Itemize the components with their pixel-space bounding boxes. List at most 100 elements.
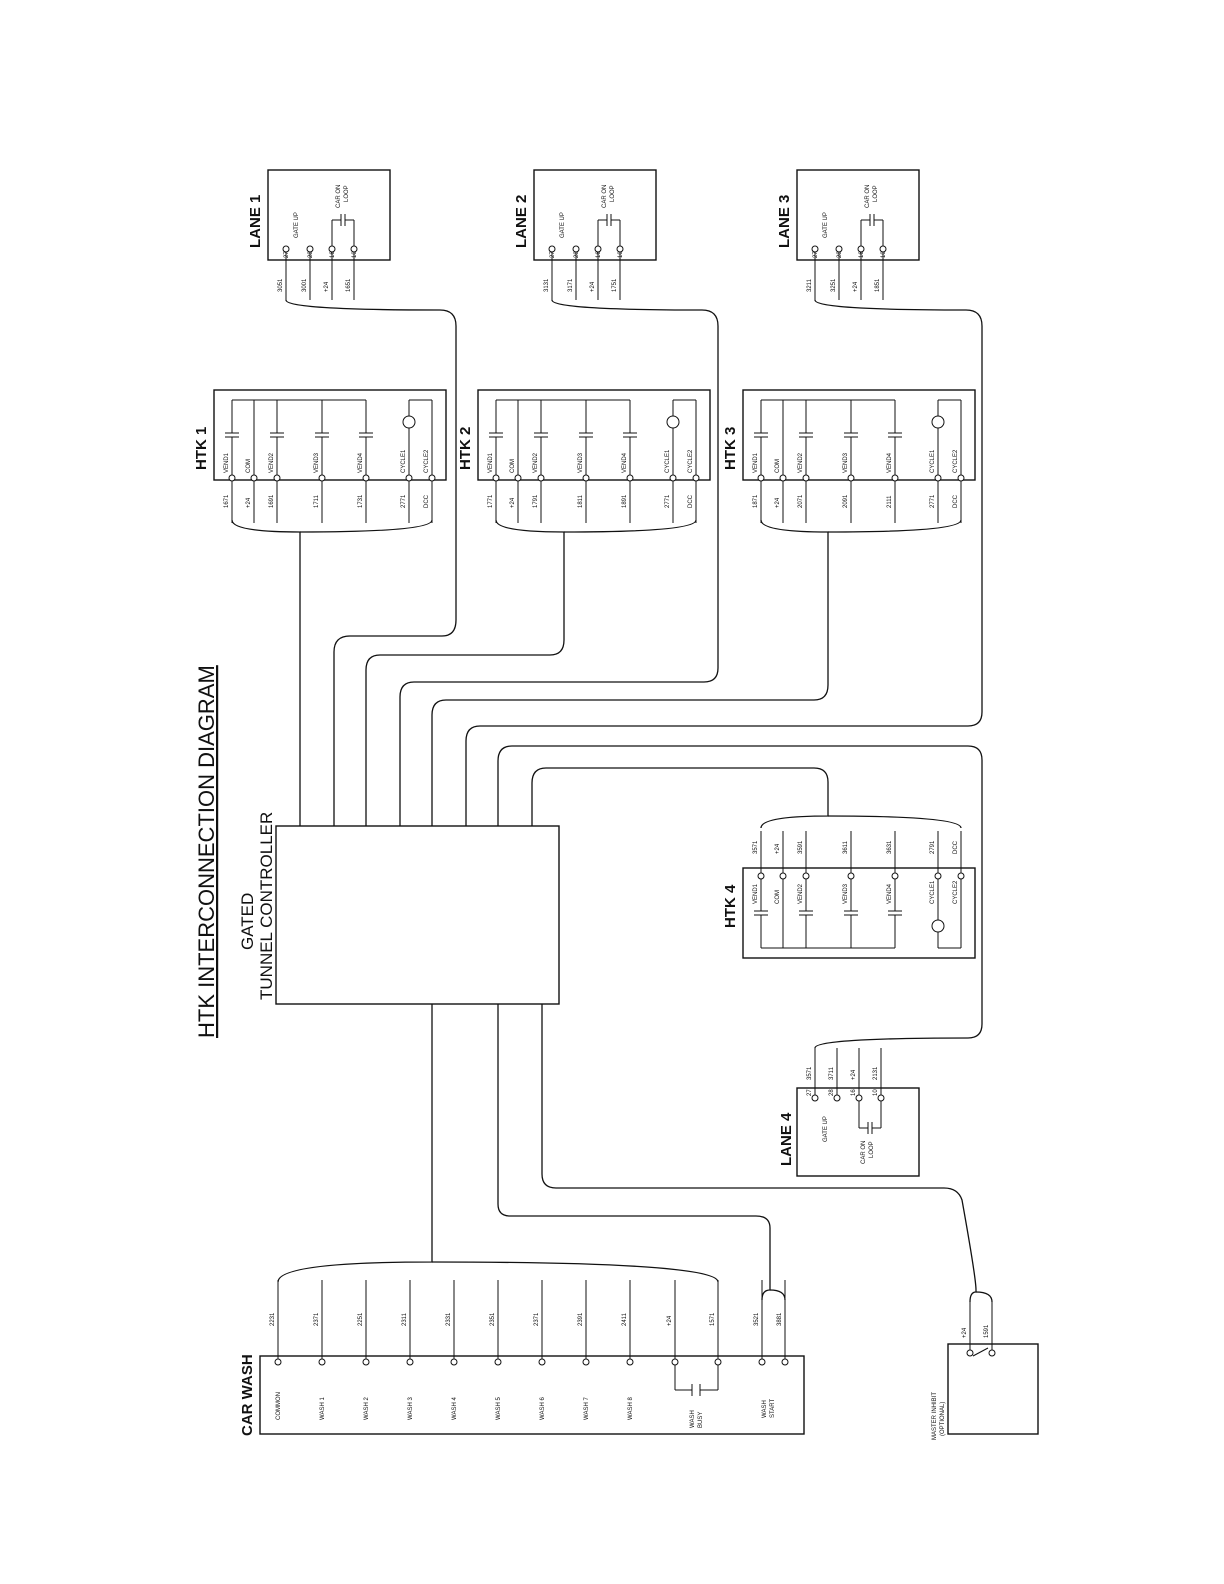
loop-label: LOOP bbox=[873, 185, 879, 202]
htk-terminal-label: VEND3 bbox=[843, 452, 849, 473]
htk-wire-label: 1871 bbox=[753, 494, 759, 508]
htk-terminal-label: CYCLE1 bbox=[930, 449, 936, 473]
htk-wire-label: +24 bbox=[775, 497, 781, 508]
car-wash-wire-label: 1571 bbox=[710, 1312, 716, 1326]
lane-terminal-number: 27 bbox=[813, 251, 819, 258]
car-wash-terminal-label: WASH 4 bbox=[452, 1397, 458, 1420]
htk-terminal bbox=[228, 474, 236, 482]
htk-terminal-label: VEND2 bbox=[533, 452, 539, 473]
htk-wire-label: 1711 bbox=[314, 494, 320, 508]
car-wash-terminal bbox=[318, 1358, 326, 1366]
vend-contact bbox=[359, 432, 373, 438]
htk-terminal-label: VEND2 bbox=[269, 452, 275, 473]
htk-terminal bbox=[779, 474, 787, 482]
htk-terminal-label: COM bbox=[775, 890, 781, 904]
car-wash-terminal bbox=[781, 1358, 789, 1366]
lane-terminal-number: 28 bbox=[829, 1089, 835, 1096]
inhibit-wire-label: +24 bbox=[962, 1327, 968, 1338]
vend-contact bbox=[799, 910, 813, 916]
car-wash-terminal bbox=[362, 1358, 370, 1366]
htk-terminal bbox=[891, 872, 899, 880]
htk-terminal bbox=[757, 872, 765, 880]
htk4-cable bbox=[827, 815, 962, 829]
lane-wire-label: 3001 bbox=[302, 278, 308, 292]
vend-contact bbox=[844, 432, 858, 438]
car-wash-cable bbox=[277, 1004, 433, 1283]
lane-wire-label: 1851 bbox=[875, 278, 881, 292]
car-wash-wire-label: 2371 bbox=[314, 1312, 320, 1326]
cycle-lamp-icon bbox=[931, 415, 945, 429]
controller-label-line2: TUNNEL CONTROLLER bbox=[257, 812, 276, 1000]
lane-terminal bbox=[811, 245, 819, 253]
htk-terminal bbox=[514, 474, 522, 482]
lane-terminal-number: 16 bbox=[596, 251, 602, 258]
lane-wire-label: 2131 bbox=[873, 1066, 879, 1080]
htk-terminal bbox=[934, 474, 942, 482]
car-wash-wire-label: 2311 bbox=[402, 1312, 408, 1326]
lane-terminal bbox=[572, 245, 580, 253]
tunnel-controller: GATED TUNNEL CONTROLLER bbox=[238, 812, 560, 1005]
loop-label: CAR ON bbox=[336, 185, 342, 208]
inhibit-wire-label: 1591 bbox=[984, 1324, 990, 1338]
car-wash-terminal-label: COMMON bbox=[276, 1392, 282, 1420]
htk-label: HTK 3 bbox=[722, 427, 739, 470]
lane4-cable bbox=[497, 745, 983, 1049]
htk1-cable bbox=[231, 519, 301, 826]
lane-wire-label: +24 bbox=[590, 281, 596, 292]
htk-terminal-label: VEND4 bbox=[622, 452, 628, 473]
car-wash-terminal bbox=[671, 1358, 679, 1366]
htk-terminal-label: VEND2 bbox=[798, 452, 804, 473]
htk-terminal bbox=[273, 474, 281, 482]
vend-contact bbox=[225, 432, 239, 438]
htk-wire-label: 1891 bbox=[622, 494, 628, 508]
htk-wire-label: 1731 bbox=[358, 494, 364, 508]
htk-terminal-label: VEND1 bbox=[488, 452, 494, 473]
car-wash-terminal bbox=[714, 1358, 722, 1366]
lane3-cable bbox=[465, 299, 983, 826]
inhibit-cable bbox=[975, 1291, 993, 1303]
car-wash-wire-label: 2251 bbox=[358, 1312, 364, 1326]
car-wash-wire-label: 2231 bbox=[270, 1312, 276, 1326]
htk-terminal bbox=[891, 474, 899, 482]
car-wash-terminal-label: WASH 2 bbox=[364, 1397, 370, 1420]
lane-terminal bbox=[616, 245, 624, 253]
lane-terminal bbox=[548, 245, 556, 253]
htk-wire-label: DCC bbox=[424, 494, 430, 508]
lane1-cable bbox=[285, 299, 457, 826]
htk-terminal-label: CYCLE1 bbox=[930, 880, 936, 904]
htk-terminal bbox=[582, 474, 590, 482]
htk-wire-label: DCC bbox=[953, 494, 959, 508]
car-wash-wire-label: 2371 bbox=[534, 1312, 540, 1326]
car-wash-wire-label: 2331 bbox=[446, 1312, 452, 1326]
car-wash-terminal bbox=[626, 1358, 634, 1366]
htk4-cable bbox=[531, 767, 829, 829]
loop-label: CAR ON bbox=[865, 185, 871, 208]
inhibit-terminal bbox=[966, 1349, 974, 1357]
vend-contact bbox=[489, 432, 503, 438]
htk-wire-label: 1811 bbox=[578, 494, 584, 508]
cycle-lamp-icon bbox=[931, 919, 945, 933]
htk-terminal bbox=[669, 474, 677, 482]
car-wash-wire-label: 2351 bbox=[490, 1312, 496, 1326]
htk-terminal-label: CYCLE2 bbox=[953, 449, 959, 473]
htk-terminal bbox=[847, 872, 855, 880]
htk-terminal-label: VEND3 bbox=[314, 452, 320, 473]
car-wash-terminal bbox=[494, 1358, 502, 1366]
htk1-cable bbox=[299, 519, 433, 533]
htk-terminal bbox=[492, 474, 500, 482]
lane-wire-label: 3251 bbox=[831, 278, 837, 292]
htk-terminal bbox=[626, 474, 634, 482]
lane-terminal-number: 28 bbox=[308, 251, 314, 258]
lane-terminal-number: 10 bbox=[881, 251, 887, 258]
car-wash-wire-label: +24 bbox=[667, 1315, 673, 1326]
lane-wire-label: 3571 bbox=[807, 1066, 813, 1080]
car-wash-label: CAR WASH bbox=[239, 1354, 256, 1436]
wash-start-label: WASH bbox=[762, 1400, 768, 1418]
lane-wire-label: 1651 bbox=[346, 278, 352, 292]
wash-busy-label: WASH bbox=[690, 1410, 696, 1428]
cycle-lamp-icon bbox=[402, 415, 416, 429]
